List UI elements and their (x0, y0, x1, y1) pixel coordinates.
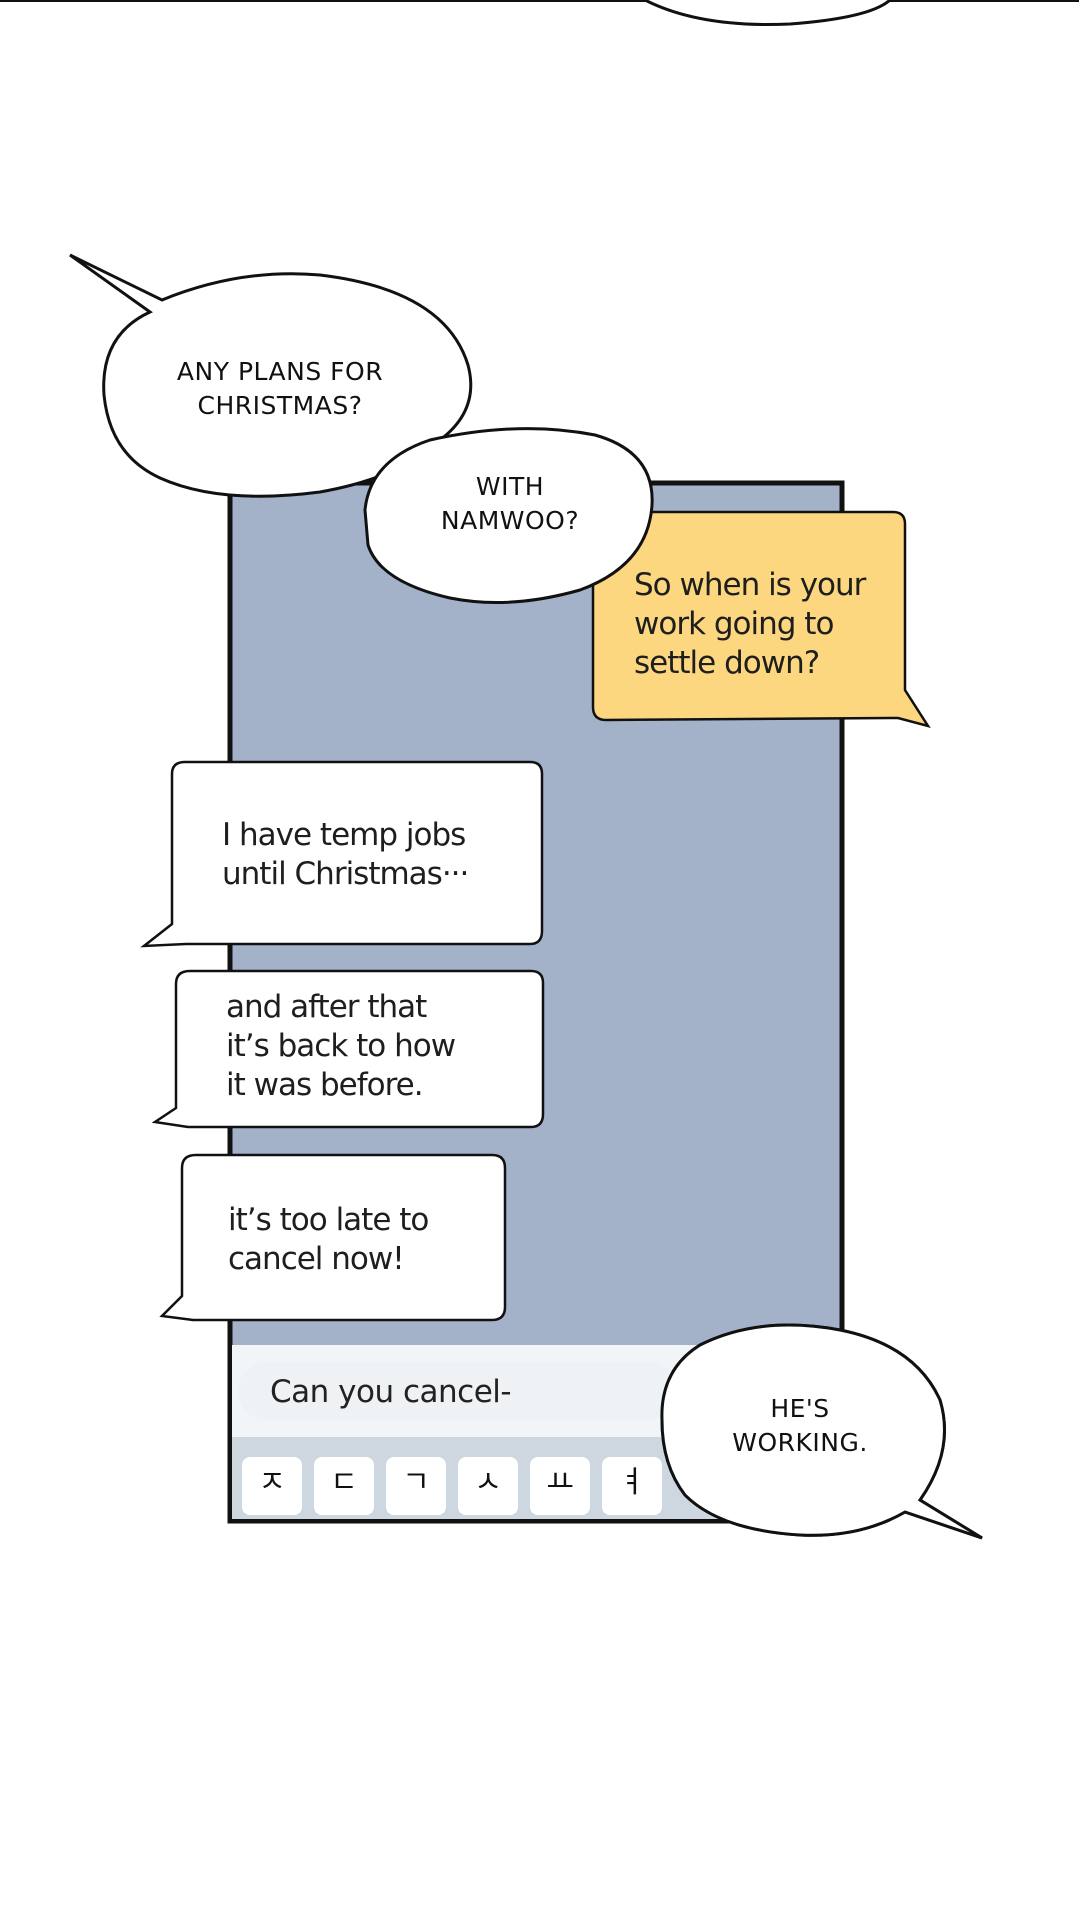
received-message-bubble-3 (159, 1153, 507, 1322)
received-message-text-2: and after that it’s back to how it was b… (226, 989, 456, 1103)
speech-bubble-text-christmas: ANY PLANS FOR CHRISTMAS? (176, 357, 384, 420)
message-input-value: Can you cancel- (270, 1374, 512, 1410)
received-message-bubble-2 (151, 969, 545, 1129)
speech-bubble-text-namwoo: WITH NAMWOO? (440, 472, 580, 535)
speech-bubble-text-working-overlay: HE'S WORKING. (732, 1394, 868, 1457)
keyboard-key[interactable]: ㅅ (458, 1457, 518, 1515)
keyboard-key[interactable]: ㄱ (386, 1457, 446, 1515)
keyboard-key[interactable]: ㅛ (530, 1457, 590, 1515)
keyboard-key[interactable]: ㅈ (242, 1457, 302, 1515)
sent-message-text: So when is your work going to settle dow… (634, 567, 866, 681)
top-partial-bubble (644, 0, 892, 26)
received-message-text-3: it’s too late to cancel now! (228, 1202, 429, 1277)
keyboard: ㅈ ㄷ ㄱ ㅅ ㅛ ㅕ (232, 1437, 666, 1519)
message-input-field[interactable]: Can you cancel- (238, 1362, 678, 1420)
received-message-text-1: I have temp jobs until Christmas··· (222, 817, 469, 892)
keyboard-key[interactable]: ㅕ (602, 1457, 662, 1515)
keyboard-key[interactable]: ㄷ (314, 1457, 374, 1515)
speech-bubble-namwoo (363, 427, 654, 604)
received-message-bubble-1 (140, 760, 544, 948)
